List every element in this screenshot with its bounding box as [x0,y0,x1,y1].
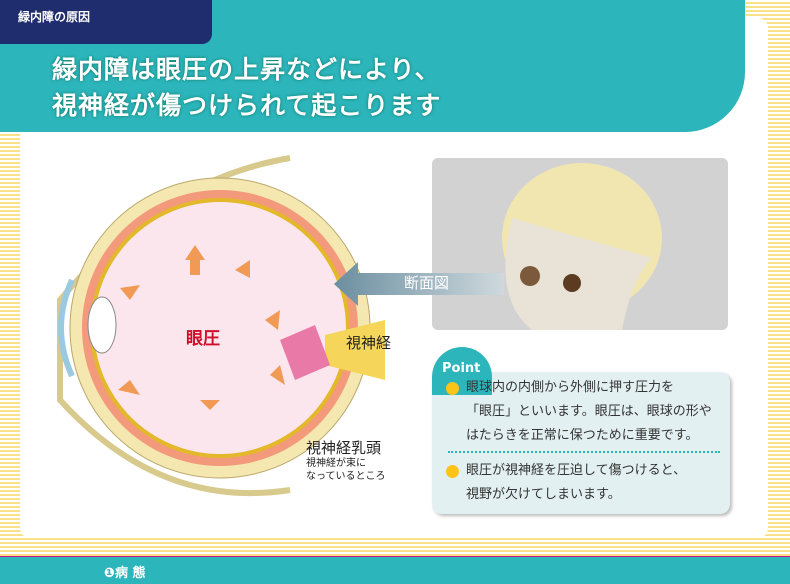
note-line: なっているところ [306,471,386,482]
eye-cross-section-diagram [57,155,385,497]
text-line: 視野が欠けてしまいます。 [466,487,621,502]
point-badge: Point [432,347,492,395]
point-item-2: 眼圧が視神経を圧迫して傷つけると、視野が欠けてしまいます。 [466,459,728,507]
divider [448,451,720,453]
text-line: 眼球内の内側から外側に押す圧力を [466,380,675,395]
optic-nerve-label: 視神経 [346,334,392,352]
title-line-2: 視神経が傷つけられて起こります [52,91,442,120]
text-line: 眼圧が視神経を圧迫して傷つけると、 [466,463,687,478]
cross-section-arrow [334,262,504,306]
text-line: はたらきを正常に保つために重要です。 [466,428,699,443]
bullet-icon [446,465,459,478]
head-cross-section-image [432,158,728,330]
bullet-icon [446,382,459,395]
page-title: 緑内障は眼圧の上昇などにより、視神経が傷つけられて起こります [52,52,441,124]
cross-section-label: 断面図 [404,274,450,292]
chapter-label: ❶病 態 [104,566,146,581]
pressure-label: 眼圧 [186,329,220,349]
pressure-arrows [118,245,285,410]
section-tag: 緑内障の原因 [0,0,212,44]
note-line: 視神経が束に [306,458,366,469]
text-line: 「眼圧」といいます。眼圧は、眼球の形や [466,404,712,419]
optic-disc-note: 視神経が束になっているところ [306,457,386,483]
footer-band: ❶病 態 [0,556,790,584]
optic-disc-label: 視神経乳頭 [306,439,382,457]
title-line-1: 緑内障は眼圧の上昇などにより、 [52,55,441,84]
point-box [432,372,730,514]
point-item-1: 眼球内の内側から外側に押す圧力を「眼圧」といいます。眼圧は、眼球の形やはたらきを… [466,376,728,448]
